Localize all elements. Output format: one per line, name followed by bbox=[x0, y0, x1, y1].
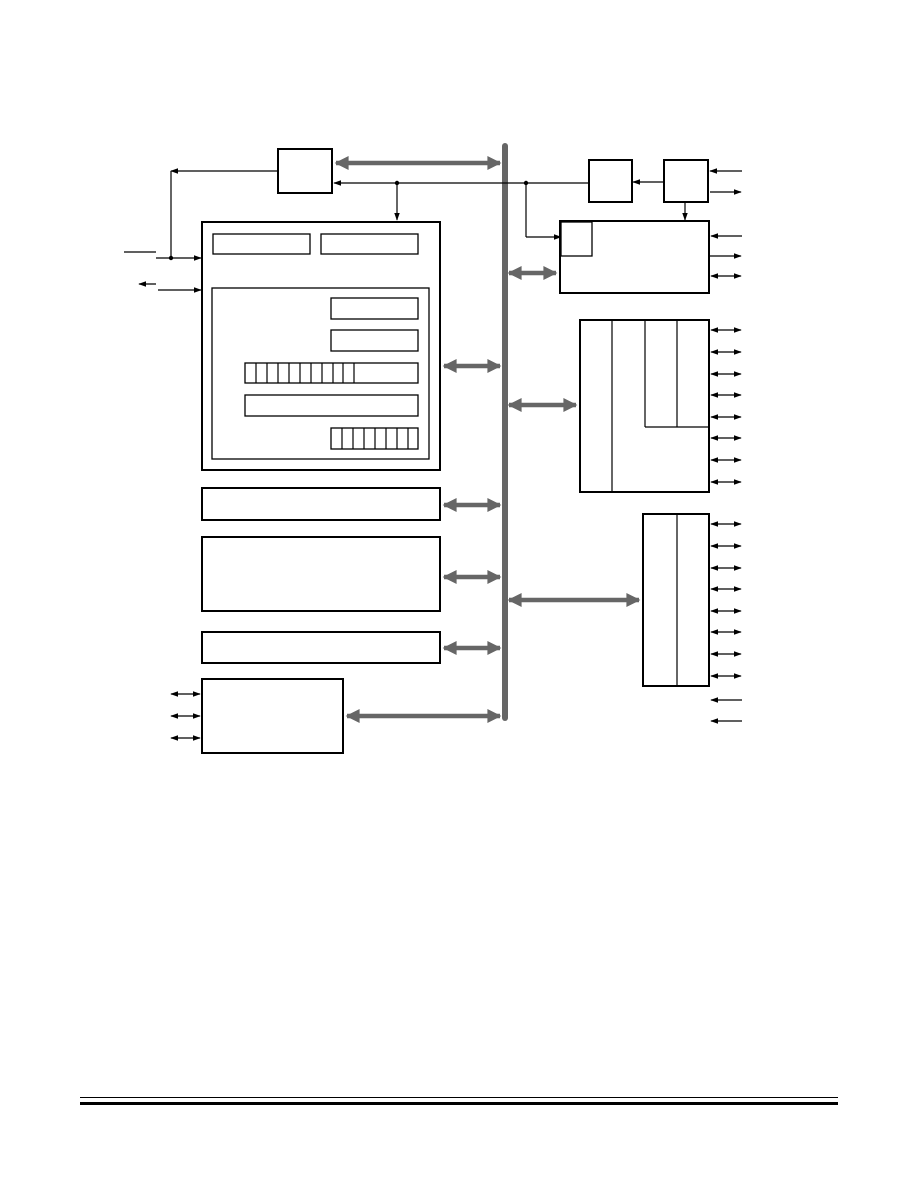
core-register-4 bbox=[244, 394, 419, 417]
port-block-lower bbox=[642, 513, 710, 687]
core-register-5-bits bbox=[341, 428, 409, 449]
junction-left bbox=[168, 255, 174, 261]
clock-generator-block bbox=[588, 159, 633, 203]
core-register-3 bbox=[244, 362, 419, 384]
serial-block bbox=[201, 678, 344, 754]
oscillator-block bbox=[663, 159, 709, 203]
port-upper-pins bbox=[710, 327, 742, 485]
timer-sub-block bbox=[560, 221, 593, 257]
core-reg-b bbox=[320, 233, 419, 255]
core-reg-a bbox=[212, 233, 311, 255]
memory-block-2 bbox=[201, 536, 441, 612]
port-lower-pins bbox=[710, 521, 742, 679]
top-control-block bbox=[277, 148, 333, 194]
memory-block-1 bbox=[201, 487, 441, 521]
memory-block-3 bbox=[201, 631, 441, 664]
core-register-3-bits bbox=[255, 363, 355, 383]
footer-rule-thick bbox=[80, 1102, 838, 1105]
footer-rule-thin bbox=[80, 1097, 838, 1098]
core-register-2 bbox=[330, 329, 419, 352]
core-register-1 bbox=[330, 297, 419, 320]
